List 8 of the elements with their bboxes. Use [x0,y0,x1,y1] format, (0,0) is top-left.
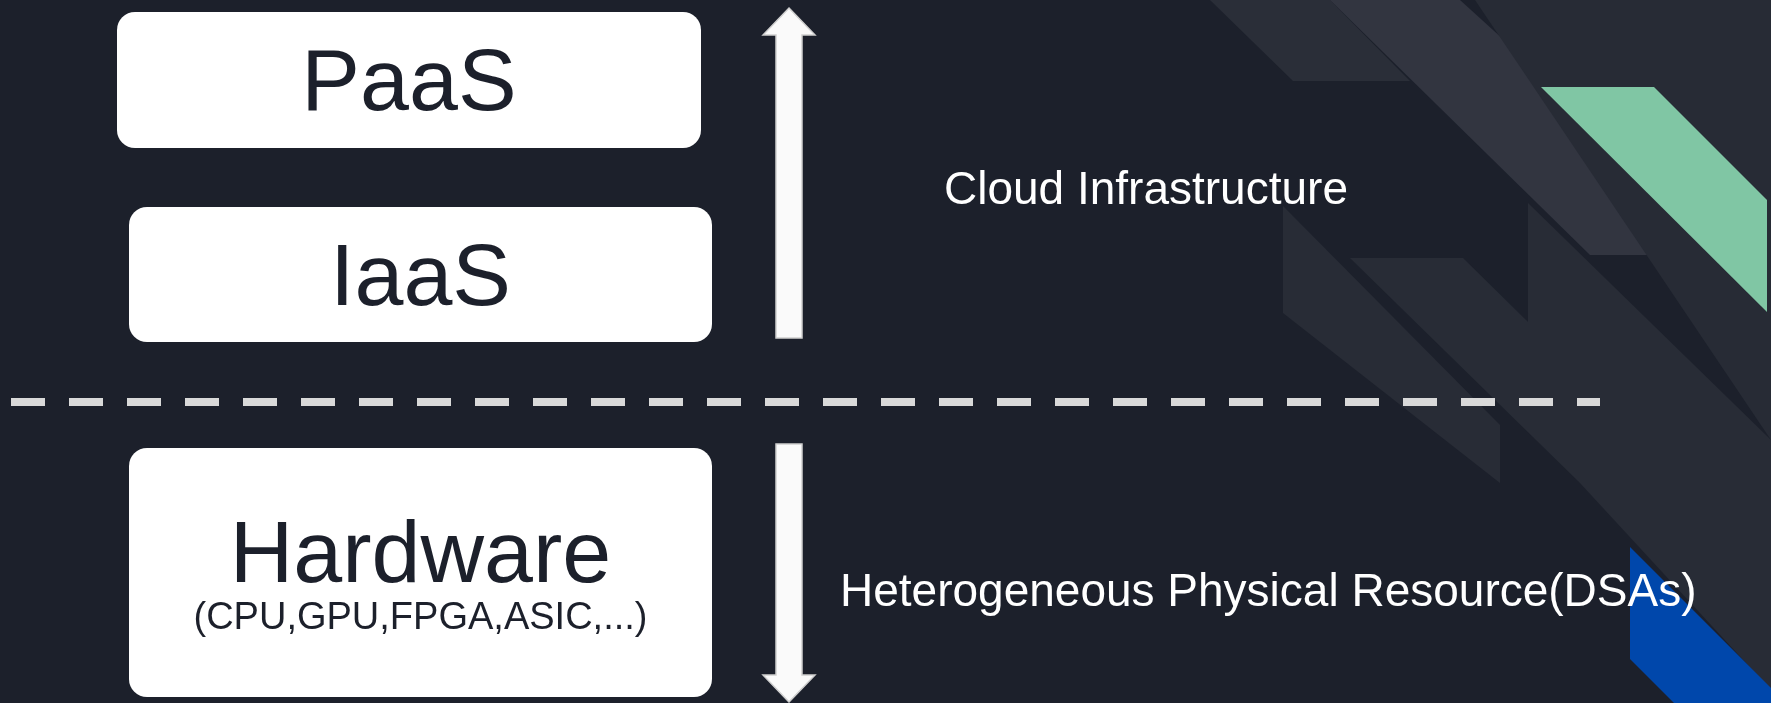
hardware-box [129,448,712,697]
layer-title: Hardware [229,507,612,596]
layer-title: PaaS [301,36,517,124]
stack-layer-box [129,207,712,342]
layer-description: Cloud Infrastructure [944,162,1348,215]
layer-title: IaaS [330,230,511,319]
layer-subtitle: (CPU,GPU,FPGA,ASIC,...) [193,595,648,638]
stack-layer-box [117,12,701,148]
